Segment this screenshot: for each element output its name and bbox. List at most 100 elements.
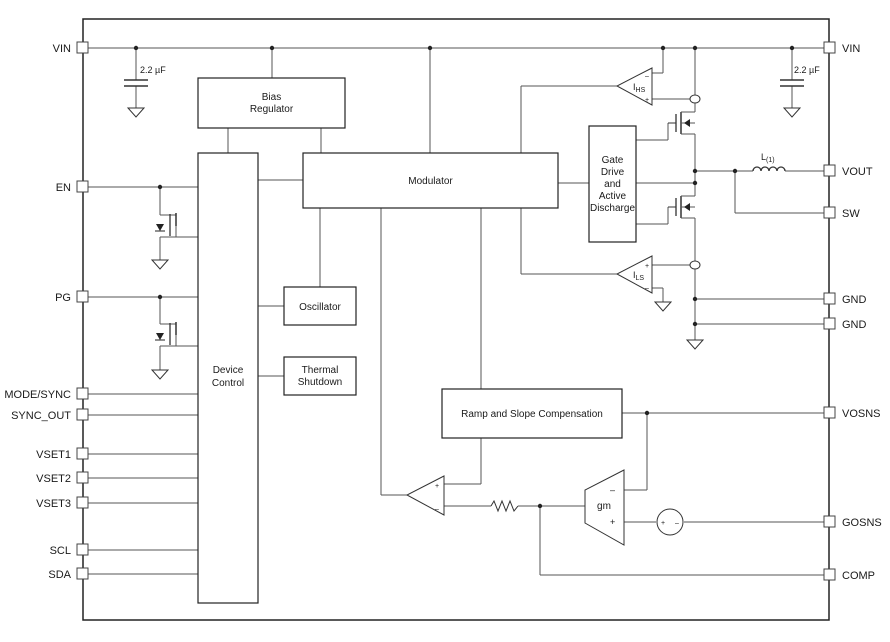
gate-drive-block — [588, 125, 637, 243]
gm-label: gm — [597, 501, 611, 512]
modulator-label: Modulator — [408, 176, 453, 187]
low-side-mosfet-icon — [668, 195, 695, 219]
pin-label-comp: COMP — [842, 570, 875, 582]
gate-drive-label: Drive — [601, 167, 625, 178]
oscillator-label: Oscillator — [299, 302, 341, 313]
ground-icon — [126, 107, 146, 118]
pin-sync-out — [76, 408, 89, 421]
pin-label-en: EN — [56, 182, 71, 194]
right-pins — [823, 41, 836, 581]
left-pin-labels: VIN EN PG MODE/SYNC SYNC_OUT VSET1 VSET2… — [4, 43, 71, 581]
pin-en — [76, 180, 89, 193]
pin-label-gnd-1: GND — [842, 294, 867, 306]
pin-sw — [823, 206, 836, 219]
thermal-shutdown-label: Shutdown — [298, 377, 342, 388]
pwm-comparator-icon — [405, 475, 445, 516]
plus-sign: + — [610, 517, 615, 527]
ls-current-comparator-icon — [615, 255, 653, 294]
plus-sign: + — [661, 520, 665, 527]
pin-label-vset1: VSET1 — [36, 449, 71, 461]
bias-regulator-label: Regulator — [250, 104, 294, 115]
pin-gosns — [823, 515, 836, 528]
junction-dots — [133, 45, 795, 509]
ihs-label: IHS — [633, 82, 646, 94]
plus-sign: + — [645, 97, 649, 104]
wiring — [88, 47, 824, 576]
pin-label-vin-right: VIN — [842, 43, 860, 55]
inductor-label: L(1) — [761, 152, 775, 164]
oscillator-block — [283, 286, 357, 326]
capacitor-left-label: 2.2 µF — [140, 65, 166, 75]
ground-icon — [685, 339, 705, 350]
hs-current-comparator-icon — [615, 67, 653, 106]
pin-mode-sync — [76, 387, 89, 400]
gate-drive-label: Discharge — [590, 203, 635, 214]
device-control-block — [197, 152, 259, 604]
minus-sign: – — [435, 506, 439, 513]
pin-label-vset2: VSET2 — [36, 473, 71, 485]
pin-comp — [823, 568, 836, 581]
resistor-icon — [490, 499, 519, 513]
minus-sign: – — [645, 285, 649, 292]
pin-vin-left — [76, 41, 89, 54]
thermal-shutdown-block — [283, 356, 357, 396]
modulator-block — [302, 152, 559, 209]
pin-label-vset3: VSET3 — [36, 498, 71, 510]
gate-drive-label: and — [604, 179, 621, 190]
pin-label-scl: SCL — [50, 545, 71, 557]
plus-sign: + — [435, 483, 439, 490]
current-sense-ls-icon — [689, 260, 701, 270]
minus-sign: – — [610, 485, 615, 495]
chip-outline — [82, 18, 830, 621]
high-side-mosfet-icon — [668, 111, 695, 135]
current-sense-hs-icon — [689, 94, 701, 104]
plus-sign: + — [645, 263, 649, 270]
ils-label: ILS — [633, 270, 644, 282]
right-pin-labels: VIN VOUT SW GND GND VOSNS GOSNS COMP — [842, 43, 882, 582]
bias-regulator-block — [197, 77, 346, 129]
pin-label-gnd-2: GND — [842, 319, 867, 331]
pin-vset1 — [76, 447, 89, 460]
pin-pg — [76, 290, 89, 303]
pin-vset2 — [76, 471, 89, 484]
gate-drive-label: Active — [599, 191, 627, 202]
capacitor-left — [124, 79, 148, 87]
pin-scl — [76, 543, 89, 556]
gm-error-amplifier-icon — [584, 469, 625, 546]
bias-regulator-label: Bias — [262, 92, 281, 103]
voltage-source-icon — [656, 508, 684, 536]
capacitor-right — [780, 79, 804, 87]
pin-vout — [823, 164, 836, 177]
capacitor-right-label: 2.2 µF — [794, 65, 820, 75]
device-control-label: Device — [213, 365, 244, 376]
minus-sign: – — [675, 520, 679, 527]
pin-label-vout: VOUT — [842, 166, 873, 178]
ground-icon — [653, 301, 673, 312]
left-pins — [76, 41, 89, 580]
device-control-label: Control — [212, 378, 244, 389]
pg-pulldown-mosfet-icon — [155, 322, 177, 347]
minus-sign: – — [645, 73, 649, 80]
pin-label-sw: SW — [842, 208, 860, 220]
pin-sda — [76, 567, 89, 580]
pin-label-vin-left: VIN — [53, 43, 71, 55]
pin-label-sync-out: SYNC_OUT — [11, 410, 71, 422]
ramp-slope-compensation-block — [441, 388, 623, 439]
pin-label-pg: PG — [55, 292, 71, 304]
ground-icon — [782, 107, 802, 118]
pin-vin-right — [823, 41, 836, 54]
pin-label-vosns: VOSNS — [842, 408, 881, 420]
pin-label-gosns: GOSNS — [842, 517, 882, 529]
ground-icon — [150, 369, 170, 380]
ground-icon — [150, 259, 170, 270]
pin-vset3 — [76, 496, 89, 509]
gate-drive-label: Gate — [602, 155, 624, 166]
pin-gnd-2 — [823, 317, 836, 330]
pin-label-sda: SDA — [48, 569, 71, 581]
pin-vosns — [823, 406, 836, 419]
inductor-icon — [752, 166, 786, 172]
ramp-slope-compensation-label: Ramp and Slope Compensation — [461, 409, 603, 420]
thermal-shutdown-label: Thermal — [302, 365, 339, 376]
pin-label-mode-sync: MODE/SYNC — [4, 389, 71, 401]
